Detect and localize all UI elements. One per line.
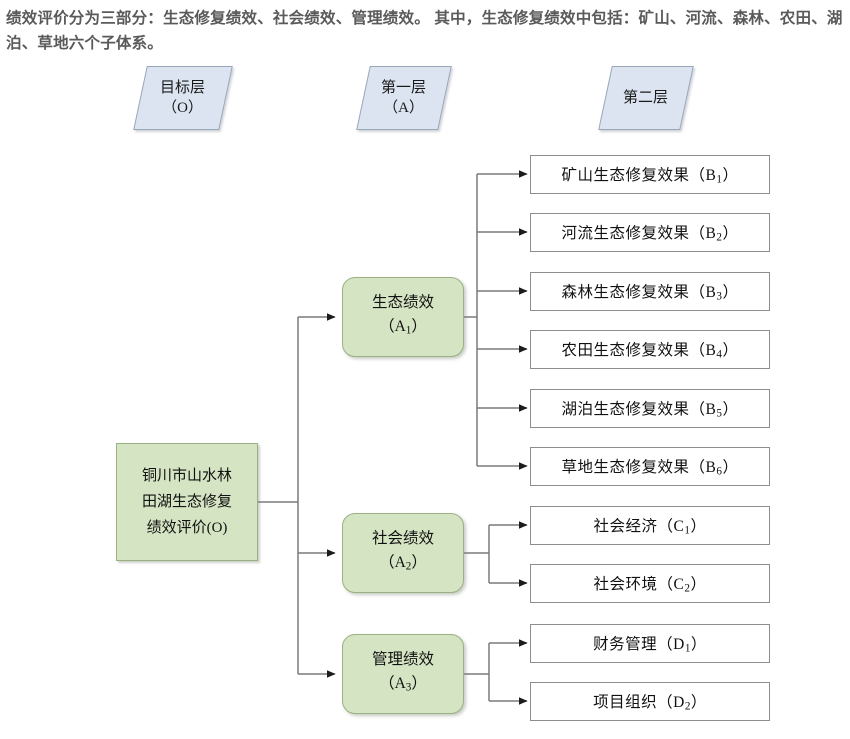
criteria-node-a3[interactable]: 管理绩效 （A3） <box>342 634 464 714</box>
leaf-node-d2[interactable]: 项目组织（D2） <box>530 682 770 721</box>
criteria-node-a2-code: （A2） <box>379 554 427 573</box>
leaf-node-b4[interactable]: 农田生态修复效果（B4） <box>530 330 770 369</box>
root-node[interactable]: 铜川市山水林 田湖生态修复 绩效评价(O) <box>116 443 258 561</box>
criteria-node-a2-title: 社会绩效 <box>371 530 434 548</box>
criteria-node-a3-code: （A3） <box>379 675 427 694</box>
layer-header-second-title: 第二层 <box>623 90 669 106</box>
leaf-node-d1-label: 财务管理（D1） <box>593 636 707 655</box>
leaf-node-b4-label: 农田生态修复效果（B4） <box>561 342 739 361</box>
criteria-node-a1-title: 生态绩效 <box>371 294 434 312</box>
leaf-node-b6-label: 草地生态修复效果（B6） <box>561 459 739 478</box>
layer-header-goal-title: 目标层 <box>160 80 206 96</box>
leaf-node-b2[interactable]: 河流生态修复效果（B2） <box>530 213 770 252</box>
leaf-node-b3-label: 森林生态修复效果（B3） <box>561 284 739 303</box>
leaf-node-d1[interactable]: 财务管理（D1） <box>530 624 770 663</box>
leaf-node-c1[interactable]: 社会经济（C1） <box>530 506 770 545</box>
leaf-node-b2-label: 河流生态修复效果（B2） <box>561 225 739 244</box>
criteria-node-a2[interactable]: 社会绩效 （A2） <box>342 513 464 593</box>
leaf-node-b6[interactable]: 草地生态修复效果（B6） <box>530 447 770 486</box>
layer-header-second: 第二层 <box>598 66 694 130</box>
leaf-node-b1-label: 矿山生态修复效果（B1） <box>561 167 739 186</box>
layer-header-first-title: 第一层 <box>381 80 427 96</box>
leaf-node-c1-label: 社会经济（C1） <box>593 518 707 537</box>
leaf-node-b5[interactable]: 湖泊生态修复效果（B5） <box>530 389 770 428</box>
caption-text: 绩效评价分为三部分：生态修复绩效、社会绩效、管理绩效。 其中，生态修复绩效中包括… <box>6 10 843 52</box>
leaf-node-d2-label: 项目组织（D2） <box>593 694 707 713</box>
layer-header-goal-code: （O） <box>162 100 204 116</box>
root-node-line1: 铜川市山水林 <box>141 468 232 484</box>
root-node-line2: 田湖生态修复 <box>141 494 232 510</box>
leaf-node-c2-label: 社会环境（C2） <box>593 576 707 595</box>
criteria-node-a3-title: 管理绩效 <box>371 651 434 669</box>
layer-header-goal: 目标层 （O） <box>133 66 233 130</box>
leaf-node-b3[interactable]: 森林生态修复效果（B3） <box>530 272 770 311</box>
leaf-node-b1[interactable]: 矿山生态修复效果（B1） <box>530 155 770 194</box>
criteria-node-a1-code: （A1） <box>379 318 427 337</box>
criteria-node-a1[interactable]: 生态绩效 （A1） <box>342 277 464 357</box>
layer-header-first: 第一层 （A） <box>356 66 452 130</box>
leaf-node-b5-label: 湖泊生态修复效果（B5） <box>561 401 739 420</box>
root-node-line3: 绩效评价(O) <box>146 520 228 536</box>
layer-header-first-code: （A） <box>383 100 425 116</box>
leaf-node-c2[interactable]: 社会环境（C2） <box>530 564 770 603</box>
